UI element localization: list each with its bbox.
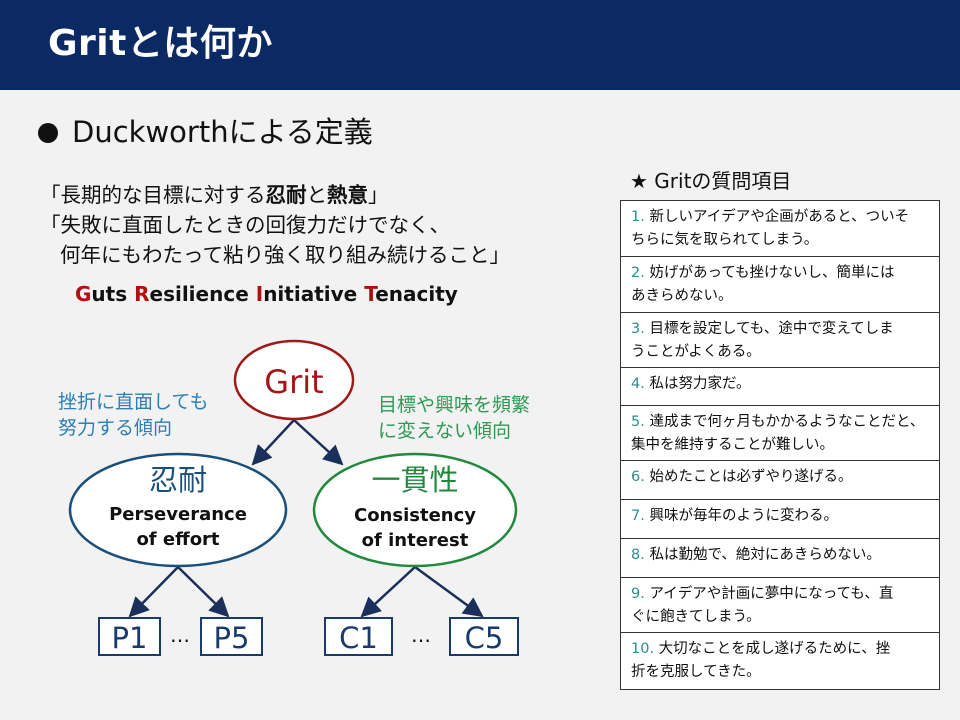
section-heading-text: Duckworthによる定義 <box>72 115 373 149</box>
question-row: 6. 始めたことは必ずやり遂げる。 <box>621 461 939 500</box>
root-node-label: Grit <box>264 363 323 401</box>
acronym-initial: G <box>75 282 92 306</box>
leaf-ellipsis-left: … <box>170 623 190 647</box>
question-number: 6. <box>631 469 645 485</box>
definition-text: 「長期的な目標に対する <box>40 183 266 207</box>
definition-text: 」 <box>368 183 389 207</box>
question-text: 目標を設定しても、途中で変えてしま <box>649 321 894 337</box>
question-text: 集中を維持することが難しい。 <box>631 437 834 453</box>
question-number: 4. <box>631 376 645 392</box>
question-row: 7. 興味が毎年のように変わる。 <box>621 500 939 539</box>
arrow-left-p1 <box>128 566 179 618</box>
questions-table: 1. 新しいアイデアや企画があると、ついそ ちらに気を取られてしまう。 2. 妨… <box>620 200 940 690</box>
question-text: 興味が毎年のように変わる。 <box>649 508 838 524</box>
question-row: 1. 新しいアイデアや企画があると、ついそ ちらに気を取られてしまう。 <box>621 201 939 257</box>
left-node-jp: 忍耐 <box>149 463 207 497</box>
grit-acronym: Guts Resilience Initiative Tenacity <box>75 280 458 308</box>
leaf-ellipsis-right: … <box>411 623 431 647</box>
page-title: Gritとは何か <box>48 23 273 64</box>
question-text: 新しいアイデアや企画があると、ついそ <box>649 209 910 225</box>
arrow-right-c5 <box>414 565 484 618</box>
left-node-en-1: Perseverance <box>109 504 247 525</box>
question-text: 私は勤勉で、絶対にあきらめない。 <box>649 547 881 563</box>
arrow-right-c1 <box>360 566 416 618</box>
question-row: 10. 大切なことを成し遂げるために、挫 折を克服してきた。 <box>621 633 939 689</box>
definition-line-3: 何年にもわたって粘り強く取り組み続けること」 <box>60 243 510 267</box>
question-number: 10. <box>631 641 655 657</box>
arrow-left-p5 <box>177 566 230 618</box>
acronym-rest: enacity <box>375 282 458 306</box>
root-node-shape <box>233 339 355 421</box>
question-row: 9. アイデアや計画に夢中になっても、直 ぐに飽きてしまう。 <box>621 578 939 633</box>
acronym-initial: T <box>364 282 376 306</box>
right-node-shape <box>312 452 518 568</box>
left-note-line-1: 挫折に直面しても <box>58 391 208 413</box>
leaf-c5-label: C5 <box>465 621 504 655</box>
leaf-c1-box <box>324 617 393 656</box>
question-number: 8. <box>631 547 645 563</box>
question-text: ぐに飽きてしまう。 <box>631 609 761 625</box>
acronym-rest: esilience <box>149 282 249 306</box>
left-node-shape <box>68 452 288 568</box>
question-row: 5. 達成まで何ヶ月もかかるようなことだと、 集中を維持することが難しい。 <box>621 406 939 461</box>
question-number: 9. <box>631 586 645 602</box>
acronym-initial: R <box>134 282 150 306</box>
leaf-p1-box <box>98 617 161 656</box>
left-note-line-2: 努力する傾向 <box>58 417 172 439</box>
acronym-rest: nitiative <box>263 282 358 306</box>
question-number: 7. <box>631 508 645 524</box>
leaf-c5-box <box>449 617 519 656</box>
question-text: 始めたことは必ずやり遂げる。 <box>649 469 853 485</box>
question-number: 3. <box>631 321 645 337</box>
definition-line-1: 「長期的な目標に対する忍耐と熱意」 <box>40 180 389 210</box>
question-row: 8. 私は勤勉で、絶対にあきらめない。 <box>621 539 939 578</box>
question-text: あきらめない。 <box>631 288 733 304</box>
question-text: 妨げがあっても挫けないし、簡単には <box>649 265 895 281</box>
acronym-rest: uts <box>91 282 128 306</box>
question-text: 大切なことを成し遂げるために、挫 <box>658 641 891 657</box>
leaf-p5-box <box>200 617 263 656</box>
right-note-line-2: に変えない傾向 <box>378 420 511 442</box>
question-text: ちらに気を取られてしまう。 <box>631 232 819 248</box>
definition-bold-passion: 熱意 <box>327 183 368 207</box>
question-number: 2. <box>631 265 645 281</box>
right-node-en-1: Consistency <box>354 505 476 526</box>
definition-line-2: 「失敗に直面したときの回復力だけでなく、 <box>40 213 450 237</box>
header-bar: Gritとは何か <box>0 0 960 90</box>
left-node-en-2: of effort <box>136 529 219 550</box>
question-text: うことがよくある。 <box>631 344 761 360</box>
question-row: 2. 妨げがあっても挫けないし、簡単には あきらめない。 <box>621 257 939 313</box>
question-row: 4. 私は努力家だ。 <box>621 368 939 406</box>
question-text: 折を克服してきた。 <box>631 664 761 680</box>
definition-text: と <box>306 183 328 207</box>
leaf-p1-label: P1 <box>112 621 148 655</box>
arrow-root-right <box>293 419 344 466</box>
definition-bold-perseverance: 忍耐 <box>265 183 307 207</box>
leaf-p5-label: P5 <box>214 621 250 655</box>
right-node-en-2: of interest <box>362 530 469 551</box>
question-text: 私は努力家だ。 <box>649 376 751 392</box>
question-text: アイデアや計画に夢中になっても、直 <box>649 586 894 602</box>
right-note-line-1: 目標や興味を頻繁 <box>378 394 530 416</box>
question-row: 3. 目標を設定しても、途中で変えてしま うことがよくある。 <box>621 313 939 368</box>
acronym-initial: I <box>255 282 264 306</box>
questions-title: ★ Gritの質問項目 <box>630 169 792 193</box>
right-node-jp: 一貫性 <box>371 463 458 497</box>
question-text: 達成まで何ヶ月もかかるようなことだと、 <box>649 414 925 430</box>
question-number: 5. <box>631 414 645 430</box>
bullet-dot-icon <box>38 123 58 143</box>
leaf-c1-label: C1 <box>339 621 378 655</box>
arrow-root-left <box>251 419 295 466</box>
question-number: 1. <box>631 209 645 225</box>
